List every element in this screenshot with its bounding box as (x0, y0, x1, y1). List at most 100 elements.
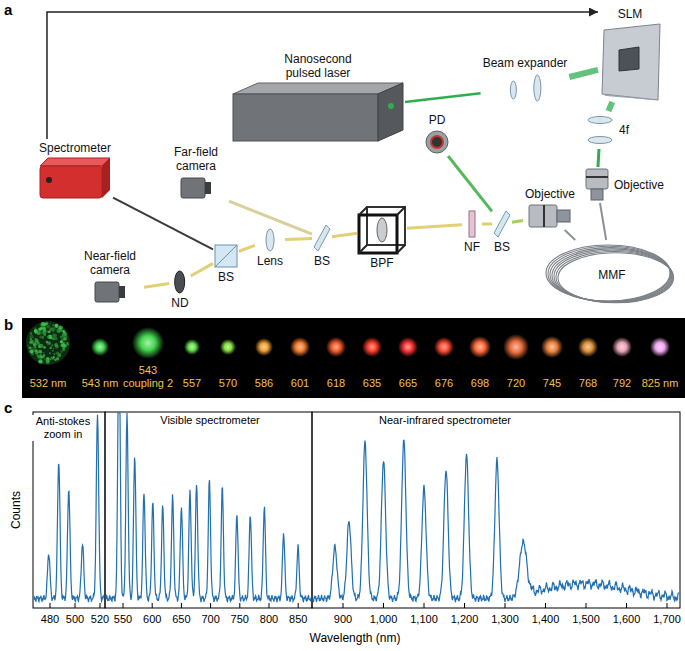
panel-letter: a (4, 1, 12, 18)
wavelength-label: 825 nm (642, 377, 679, 390)
beam-spot (398, 337, 418, 357)
component-drawing (426, 131, 448, 153)
speckle-grain (35, 351, 39, 355)
component-label: 4f (619, 123, 629, 137)
speckle-grain (67, 343, 69, 345)
speckle-grain (47, 336, 49, 338)
speckle-grain (43, 352, 45, 354)
component-label: Nanosecond pulsed laser (278, 52, 358, 80)
speckle-grain (29, 335, 33, 339)
optical-component: Nanosecond pulsed laser (231, 50, 405, 143)
beam-path (191, 263, 213, 276)
component-drawing (546, 245, 674, 303)
drawing-part (397, 245, 405, 253)
drawing-part (359, 207, 367, 215)
component-drawing (510, 75, 541, 101)
speckle-grain (39, 335, 42, 338)
beam-path (113, 198, 213, 250)
label-block: BS (218, 270, 234, 284)
component-label: NF (464, 240, 480, 254)
drawing-part (205, 182, 211, 194)
optical-component: NF (462, 209, 482, 256)
drawing-part (426, 131, 448, 153)
speckle-grain (35, 330, 37, 332)
drawing-part (431, 136, 443, 148)
label-block: Lens (257, 254, 283, 268)
speckle-grain (38, 359, 42, 363)
axis-tick-label: 700 (201, 613, 219, 626)
speckle-grain (34, 330, 36, 332)
speckle-grain (30, 338, 32, 340)
optical-component: Objective (523, 185, 577, 230)
drawing-part (397, 207, 405, 215)
axis-tick-label: 900 (334, 613, 352, 626)
beam-spot (541, 336, 563, 358)
axis-tick-label: 600 (143, 613, 161, 626)
axis-tick (269, 603, 270, 608)
axis-tick-label: 550 (114, 613, 132, 626)
optical-component: Spectrometer (37, 139, 113, 200)
component-label: BPF (370, 256, 393, 270)
speckle-grain (30, 350, 34, 354)
fibre-coil (556, 252, 673, 303)
speckle-grain (30, 332, 32, 334)
component-label: BS (494, 240, 510, 254)
drawing-part (586, 169, 608, 189)
component-drawing (588, 117, 612, 144)
wavelength-label: 532 nm (30, 377, 67, 390)
drawing-part (40, 166, 102, 198)
speckle-grain (46, 323, 48, 325)
optical-component: Objective (582, 167, 666, 203)
optical-component: ND (169, 269, 190, 312)
optical-component: BS (492, 209, 512, 256)
optical-component: MMF (543, 240, 681, 310)
drawing-part (510, 81, 516, 99)
wavelength-label: 543 coupling 2 (120, 364, 176, 390)
axis-tick (210, 603, 211, 608)
drawing-part (378, 83, 403, 141)
drawing-part (588, 117, 612, 124)
drawing-part (602, 94, 658, 100)
beam-path (565, 230, 576, 240)
wavelength-label: 698 (471, 377, 489, 390)
beam-spot (184, 339, 200, 355)
speckle-grain (49, 323, 51, 325)
axis-tick (343, 603, 344, 608)
axis-tick-label: 850 (289, 613, 307, 626)
panel-letter: b (4, 316, 13, 333)
wavelength-label: 635 (363, 377, 381, 390)
speckle-grain (42, 332, 46, 336)
speckle-grain (52, 350, 54, 352)
speckle-grain (49, 347, 51, 349)
drawing-part (314, 225, 330, 251)
speckle-grain (42, 331, 46, 335)
wavelength-label: 720 (507, 377, 525, 390)
speckle-grain (34, 338, 37, 341)
axis-tick (424, 603, 425, 608)
speckle-grain (60, 341, 63, 344)
drawing-part (591, 189, 603, 200)
drawing-part (102, 158, 110, 198)
axis-tick-label: 1,200 (451, 613, 479, 626)
component-label: Near-field camera (78, 249, 142, 277)
beam-spot (503, 334, 529, 360)
wavelength-label: 665 (399, 377, 417, 390)
optical-component: Beam expander (481, 54, 570, 105)
beam-spot (612, 337, 632, 357)
component-label: Beam expander (483, 56, 568, 70)
optical-component: Far-field camera (163, 143, 229, 202)
optical-component: Lens (255, 227, 285, 270)
drawing-part (233, 83, 403, 94)
axis-tick-label: 500 (66, 613, 84, 626)
speckle-grain (49, 352, 51, 354)
optical-component: BS (312, 223, 332, 270)
beam-path (569, 70, 598, 77)
label-block: BS (314, 254, 330, 268)
speckle-grain (38, 327, 42, 331)
speckle-grain (52, 330, 54, 332)
speckle-grain (53, 353, 55, 355)
component-drawing (233, 83, 403, 141)
speckle-grain (32, 346, 35, 349)
component-label: PD (429, 113, 446, 127)
beam-spot (220, 339, 236, 355)
